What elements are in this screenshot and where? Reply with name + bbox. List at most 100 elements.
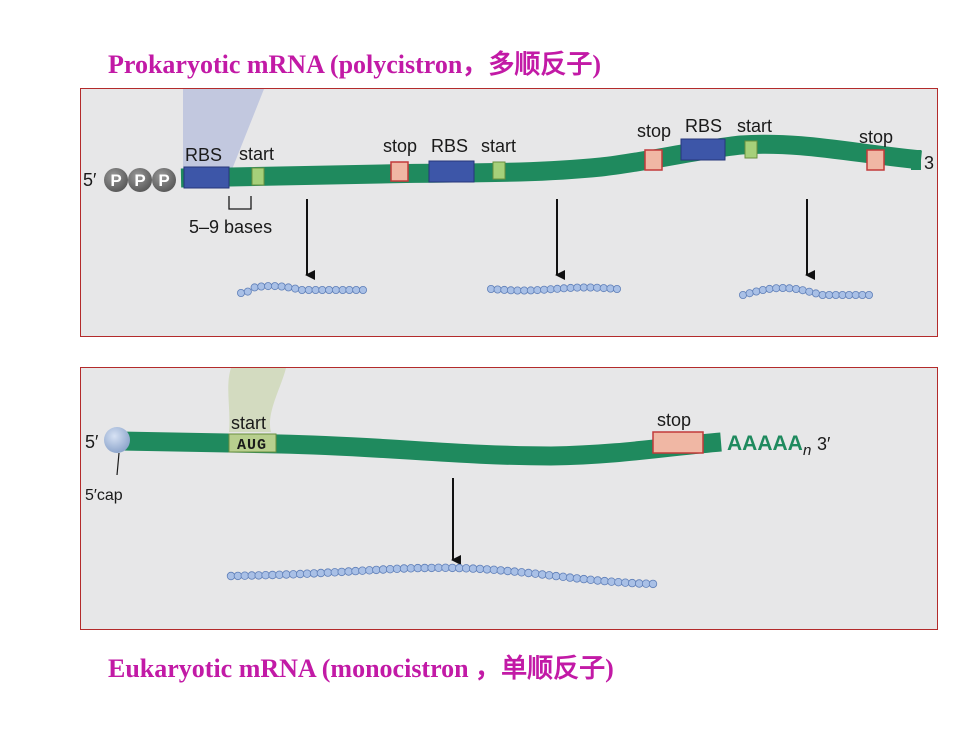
amino-acid-bead (434, 563, 443, 572)
eukaryotic-title-cjk: 单顺反子 (501, 654, 606, 684)
amino-acid-bead (566, 283, 575, 292)
protein-chain-1 (236, 282, 367, 297)
amino-acid-bead (455, 563, 464, 573)
amino-acid-bead (236, 288, 245, 297)
protein-chain-2 (486, 283, 622, 295)
amino-acid-bead (493, 285, 502, 294)
amino-acid-bead (358, 566, 367, 575)
amino-acid-bead (385, 564, 395, 574)
amino-acid-bead (261, 570, 270, 580)
amino-acid-bead (765, 284, 774, 293)
prokaryotic-5prime-label: 5′ (83, 170, 97, 190)
amino-acid-bead (600, 576, 609, 586)
amino-acid-bead (858, 290, 867, 299)
amino-acid-bead (344, 567, 353, 576)
amino-acid-bead (641, 579, 651, 588)
amino-acid-bead (606, 284, 615, 293)
ribosome-shadow-euk (228, 368, 286, 432)
ribosome-shadow (183, 89, 264, 177)
start-box-3 (744, 140, 758, 159)
amino-acid-bead (818, 290, 827, 299)
amino-acid-bead (226, 571, 236, 581)
eukaryotic-mrna-strand (120, 431, 722, 466)
prokaryotic-title-cjk: 多顺反子 (488, 50, 593, 80)
amino-acid-bead (413, 563, 422, 573)
amino-acid-bead (614, 577, 623, 587)
phosphate-3-label: P (158, 171, 169, 190)
polya-tail: AAAAA (727, 432, 803, 455)
prokaryotic-3prime-label: 3 (924, 153, 934, 173)
amino-acid-bead (233, 571, 243, 581)
amino-acid-bead (593, 576, 602, 585)
amino-acid-bead (496, 566, 505, 575)
amino-acid-bead (284, 283, 293, 292)
amino-acid-bead (427, 563, 436, 573)
prokaryotic-panel: P P P 5′ 3 RBS start stop RBS start stop… (80, 88, 938, 337)
start-box-1 (251, 167, 265, 186)
amino-acid-bead (798, 286, 807, 295)
amino-acid-bead (503, 566, 512, 576)
stop-label-2: stop (637, 121, 671, 141)
eukaryotic-5prime-label: 5′ (85, 432, 99, 452)
eukaryotic-panel: AUG 5′ 5′cap start stop AAAAA n 3′ (80, 367, 938, 630)
amino-acid-bead (240, 571, 249, 580)
amino-acid-bead (586, 575, 595, 584)
amino-acid-bead (558, 572, 568, 581)
prokaryotic-diagram: P P P 5′ 3 RBS start stop RBS start stop… (83, 89, 934, 299)
amino-acid-bead (331, 285, 340, 294)
amino-acid-bead (593, 283, 602, 292)
phosphate-3 (152, 168, 176, 192)
amino-acid-bead (365, 566, 374, 575)
stop-box-3 (866, 149, 885, 171)
amino-acid-bead (250, 283, 259, 292)
amino-acid-bead (420, 563, 429, 573)
amino-acid-bead (392, 564, 402, 573)
amino-acid-bead (811, 289, 820, 298)
amino-acid-bead (372, 565, 381, 575)
amino-acid-bead (517, 568, 526, 577)
amino-acid-bead (295, 569, 305, 579)
amino-acid-bead (441, 563, 450, 572)
amino-acid-bead (282, 570, 291, 579)
cap-pointer (116, 452, 120, 476)
amino-acid-bead (482, 565, 492, 574)
amino-acid-bead (586, 283, 595, 292)
amino-acid-bead (345, 285, 354, 294)
amino-acid-bead (268, 570, 277, 580)
amino-acid-bead (565, 573, 575, 582)
amino-acid-bead (254, 571, 263, 580)
amino-acid-bead (533, 286, 542, 295)
euk-stop-label: stop (657, 410, 691, 430)
amino-acid-bead (489, 565, 499, 574)
amino-acid-bead (399, 564, 409, 573)
amino-acid-bead (264, 282, 273, 291)
amino-acid-bead (607, 577, 616, 586)
phosphate-2 (128, 168, 152, 192)
euk-start-label: start (231, 413, 266, 433)
start-label-1: start (239, 144, 274, 164)
rbs-box-1 (183, 166, 230, 189)
amino-acid-bead (785, 284, 794, 293)
amino-acid-bead (572, 574, 582, 583)
start-codon-text: AUG (237, 437, 267, 454)
amino-acid-bead (513, 286, 522, 295)
amino-acid-bead (520, 286, 529, 295)
amino-acid-bead (573, 283, 582, 292)
eukaryotic-title-en: Eukaryotic mRNA (monocistron (108, 654, 476, 683)
amino-acid-bead (805, 287, 814, 296)
amino-acid-bead (831, 290, 840, 299)
amino-acid-bead (318, 285, 327, 294)
amino-acid-bead (526, 286, 535, 295)
amino-acid-bead (559, 284, 568, 293)
amino-acid-bead (352, 285, 361, 294)
amino-acid-bead (406, 564, 416, 573)
amino-acid-bead (579, 574, 588, 584)
eukaryotic-title-close: ) (605, 654, 614, 683)
phosphate-2-label: P (134, 171, 145, 190)
amino-acid-bead (500, 285, 509, 294)
amino-acid-bead (323, 568, 333, 577)
amino-acid-bead (628, 578, 637, 588)
stop-box-1 (390, 161, 409, 182)
euk-protein-chain (226, 563, 658, 589)
amino-acid-bead (845, 290, 854, 299)
